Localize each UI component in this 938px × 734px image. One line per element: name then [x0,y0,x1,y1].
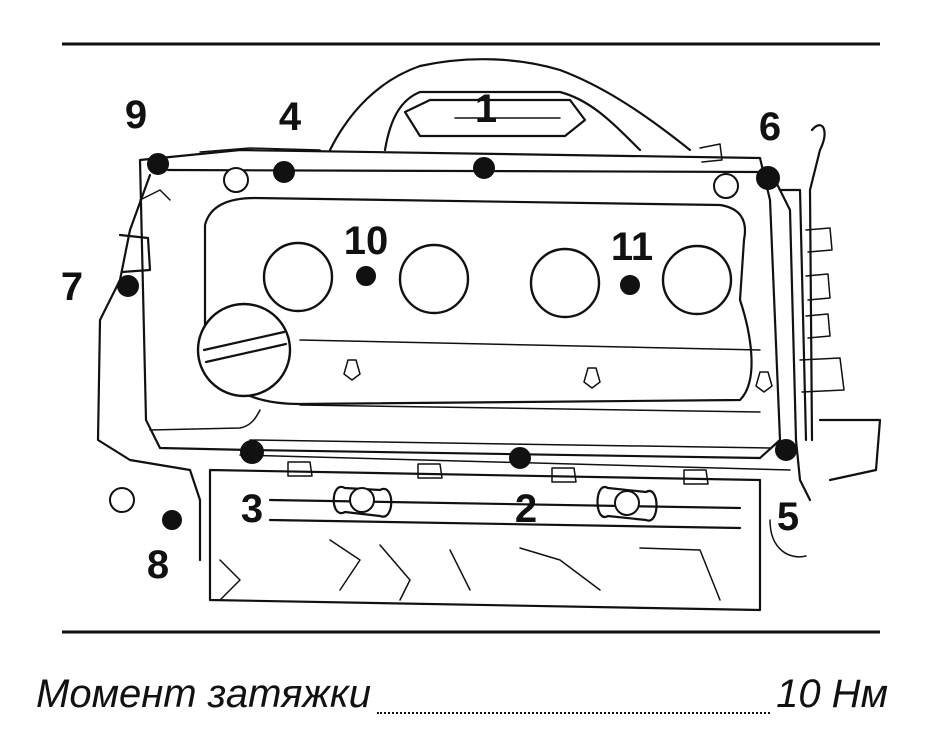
bolt-label-6: 6 [759,105,781,149]
bolt-label-3: 3 [241,487,263,531]
cover-bolts [117,153,797,530]
bolt-label-7: 7 [61,265,83,309]
bolt-5 [775,439,797,461]
bolt-8 [162,510,182,530]
torque-label: Момент затяжки [36,672,371,716]
oil-filler-cap [196,302,292,398]
lower-manifold [208,461,762,612]
bolt-label-5: 5 [777,495,799,539]
spark-plug-holes [262,241,733,319]
bolt-3 [240,440,264,464]
left-bracket [96,173,202,562]
bolt-1 [473,157,495,179]
breather-housing [328,58,692,152]
sequence-labels: 1 2 3 4 5 6 7 8 9 10 11 [61,87,799,587]
bolt-7 [117,275,139,297]
plug-hole-1 [262,241,334,313]
valve-cover [138,147,791,471]
plug-hole-3 [529,247,601,319]
cover-studs [223,167,773,393]
bolt-10 [356,266,376,286]
plug-hole-4 [661,244,733,316]
torque-caption: Момент затяжки 10 Нм [36,672,888,728]
bolt-11 [620,275,640,295]
bolt-4 [273,161,295,183]
right-pipes [699,124,882,558]
bolt-2 [509,447,531,469]
bolt-label-4: 4 [279,95,302,139]
plug-hole-2 [398,243,470,315]
bolt-label-1: 1 [475,87,497,131]
bolt-label-10: 10 [344,219,389,263]
bolt-label-8: 8 [147,543,169,587]
bolt-9 [147,153,169,175]
cylinder-head-cover-diagram: 1 2 3 4 5 6 7 8 9 10 11 [61,42,882,634]
bolt-6 [756,166,780,190]
dotted-leader [376,711,771,714]
bolt-label-11: 11 [611,225,653,269]
bolt-label-9: 9 [125,93,147,137]
torque-value: 10 Нм [776,672,888,716]
bolt-label-2: 2 [515,487,537,531]
